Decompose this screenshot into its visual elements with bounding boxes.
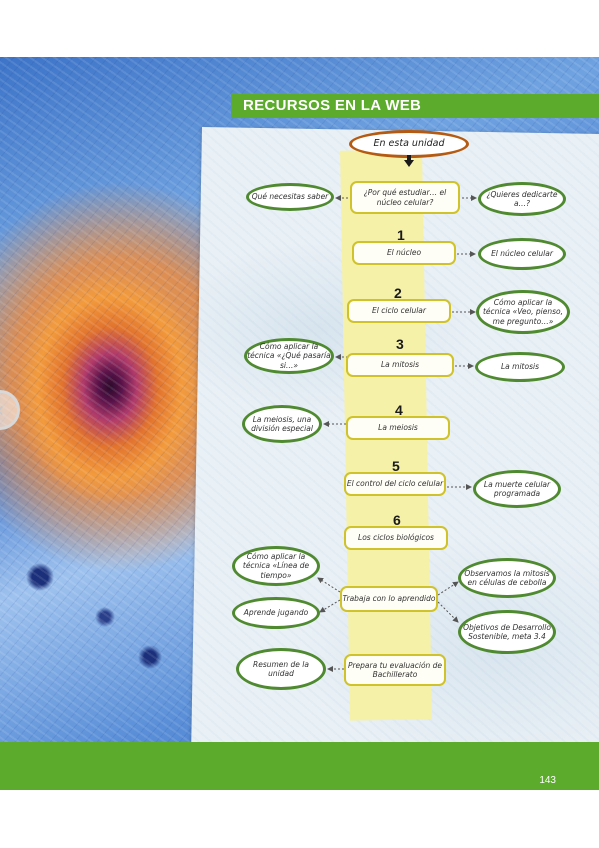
section-4-resource-label: La meiosis, una división especial [251,414,313,434]
section-5-resource-label: La muerte celular programada [483,479,551,499]
sdg-label: Objetivos de Desarrollo Sostenible, meta… [463,622,551,642]
section-2-technique-oval[interactable]: Cómo aplicar la técnica «Veo, pienso, me… [476,290,570,334]
career-oval[interactable]: ¿Quieres dedicarte a…? [478,182,566,216]
unit-title-oval: En esta unidad [349,130,469,158]
section-3-resource-label: La mitosis [501,362,539,372]
arrow-work-lt [317,577,341,593]
section-3-box[interactable]: La mitosis [346,353,454,377]
page-number: 143 [539,775,556,786]
arrow-work-rb [437,601,459,623]
onion-mitosis-oval[interactable]: Observamos la mitosis en células de cebo… [458,558,556,598]
section-4-box[interactable]: La meiosis [346,416,450,440]
timeline-technique-label: Cómo aplicar la técnica «Línea de tiempo… [242,551,310,580]
section-4-number: 4 [395,402,403,418]
why-study-label: ¿Por qué estudiar… el núcleo celular? [363,188,447,207]
arrow-work-rt [437,581,459,596]
section-2-technique-label: Cómo aplicar la técnica «Veo, pienso, me… [482,297,563,326]
section-5-resource-oval[interactable]: La muerte celular programada [473,470,561,508]
page-footer: 143 [0,742,599,790]
what-you-need-oval[interactable]: Qué necesitas saber [246,183,334,211]
arrow-down-icon [404,160,414,167]
summary-oval[interactable]: Resumen de la unidad [236,648,326,690]
onion-mitosis-label: Observamos la mitosis en células de cebo… [464,568,550,588]
section-2-number: 2 [394,285,402,301]
exam-box[interactable]: Prepara tu evaluación de Bachillerato [344,654,446,686]
section-3-number: 3 [396,336,404,352]
section-4-resource-oval[interactable]: La meiosis, una división especial [242,405,322,443]
section-1-label: El núcleo [386,248,422,258]
sdg-oval[interactable]: Objetivos de Desarrollo Sostenible, meta… [458,610,556,654]
section-6-label: Los ciclos biológicos [358,533,434,543]
career-label: ¿Quieres dedicarte a…? [486,189,558,209]
timeline-technique-oval[interactable]: Cómo aplicar la técnica «Línea de tiempo… [232,546,320,586]
unit-title: En esta unidad [373,138,445,150]
section-3-technique-oval[interactable]: Cómo aplicar la técnica «¿Qué pasaría si… [244,338,334,374]
section-banner: RECURSOS EN LA WEB [231,94,599,118]
section-2-box[interactable]: El ciclo celular [347,299,451,323]
section-1-resource-oval[interactable]: El núcleo celular [478,238,566,270]
section-5-box[interactable]: El control del ciclo celular [344,472,446,496]
exam-label: Prepara tu evaluación de Bachillerato [347,660,443,680]
section-3-resource-oval[interactable]: La mitosis [475,352,565,382]
what-you-need-label: Qué necesitas saber [251,192,329,202]
section-1-box[interactable]: El núcleo [352,241,456,265]
section-6-box[interactable]: Los ciclos biológicos [344,526,448,550]
arrow-work-lb [319,599,341,613]
section-5-label: El control del ciclo celular [346,479,444,489]
section-3-technique-label: Cómo aplicar la técnica «¿Qué pasaría si… [247,341,331,370]
section-2-label: El ciclo celular [372,306,426,316]
banner-title: RECURSOS EN LA WEB [243,97,422,114]
section-4-label: La meiosis [378,423,418,433]
work-label: Trabaja con lo aprendido [342,594,436,604]
work-box[interactable]: Trabaja con lo aprendido [340,586,438,612]
arrow-down-stem [407,155,411,161]
chevron-left-icon: ‹ [0,398,4,423]
section-1-resource-label: El núcleo celular [491,249,553,259]
section-6-number: 6 [393,512,401,528]
section-1-number: 1 [397,227,405,243]
section-3-label: La mitosis [381,360,419,370]
learn-playing-label: Aprende jugando [243,608,309,618]
summary-label: Resumen de la unidad [253,659,309,679]
section-5-number: 5 [392,458,400,474]
learn-playing-oval[interactable]: Aprende jugando [232,597,320,629]
why-study-box[interactable]: ¿Por qué estudiar… el núcleo celular? [350,181,460,214]
